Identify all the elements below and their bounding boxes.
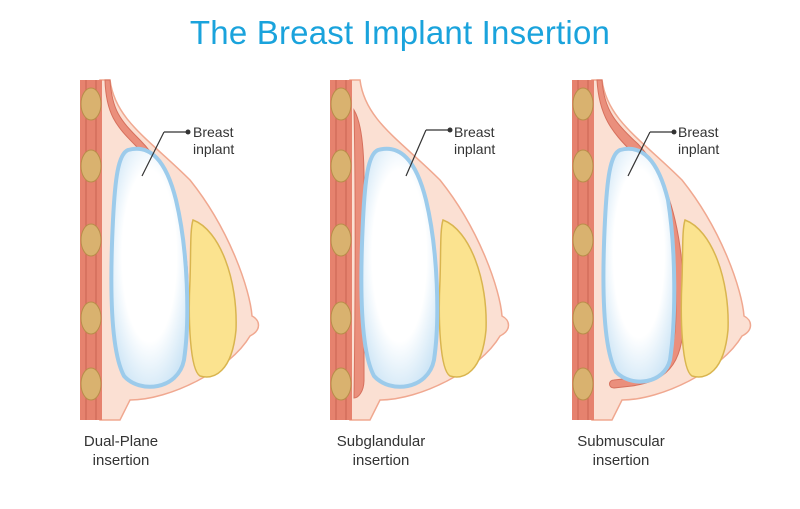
diagram-title: The Breast Implant Insertion bbox=[189, 14, 611, 51]
mammary-gland bbox=[680, 219, 729, 378]
panel-dual-plane: Breast inplant bbox=[80, 79, 280, 421]
breast-implant bbox=[359, 146, 440, 389]
implant-label: Breast inplant bbox=[678, 124, 720, 157]
submuscular-illustration bbox=[572, 79, 752, 421]
rib-fat-nodules bbox=[80, 87, 102, 401]
breast-implant bbox=[109, 146, 190, 389]
mammary-gland bbox=[188, 219, 237, 378]
mammary-gland bbox=[438, 219, 487, 378]
panel-subglandular: Breast inplant bbox=[330, 79, 530, 421]
implant-label: Breast inplant bbox=[193, 124, 235, 157]
caption-subglandular: Subglandular insertion bbox=[336, 433, 426, 469]
caption-submuscular: Submuscular insertion bbox=[577, 433, 665, 469]
subglandular-illustration bbox=[330, 79, 510, 421]
panel-submuscular: Breast inplant bbox=[572, 79, 772, 421]
rib-fat-nodules bbox=[572, 87, 594, 401]
label-pointer-dot bbox=[671, 129, 677, 135]
rib-fat-nodules bbox=[330, 87, 352, 401]
label-pointer-dot bbox=[447, 127, 453, 133]
breast-implant bbox=[601, 146, 677, 384]
dual-plane-illustration bbox=[80, 79, 260, 421]
implant-label: Breast inplant bbox=[454, 124, 496, 157]
label-pointer-dot bbox=[185, 129, 191, 135]
caption-dual-plane: Dual-Plane insertion bbox=[83, 433, 159, 469]
